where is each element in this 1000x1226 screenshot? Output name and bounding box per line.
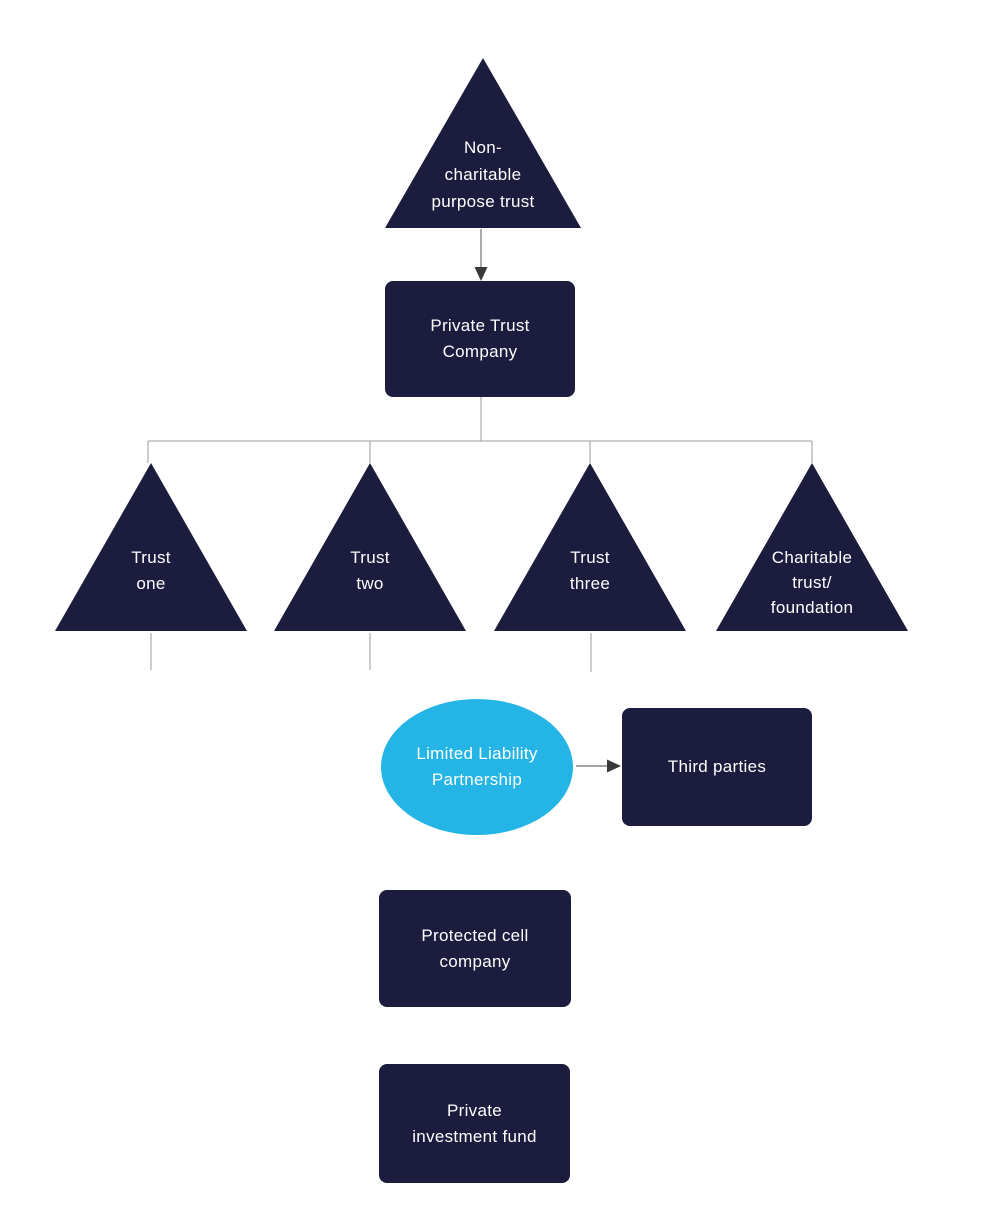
node-third-parties: Third parties: [622, 708, 812, 826]
arrow-llp-to-third-parties-head-icon: [607, 759, 621, 773]
node-private-trust-company: Private Trust Company: [385, 281, 575, 397]
node-private-investment-fund: Private investment fund: [379, 1064, 570, 1183]
node-protected-cell-company: Protected cell company: [379, 890, 571, 1007]
node-limited-liability-partnership: Limited Liability Partnership: [381, 699, 573, 835]
arrow-purpose-to-ptc-head-icon: [474, 267, 488, 281]
